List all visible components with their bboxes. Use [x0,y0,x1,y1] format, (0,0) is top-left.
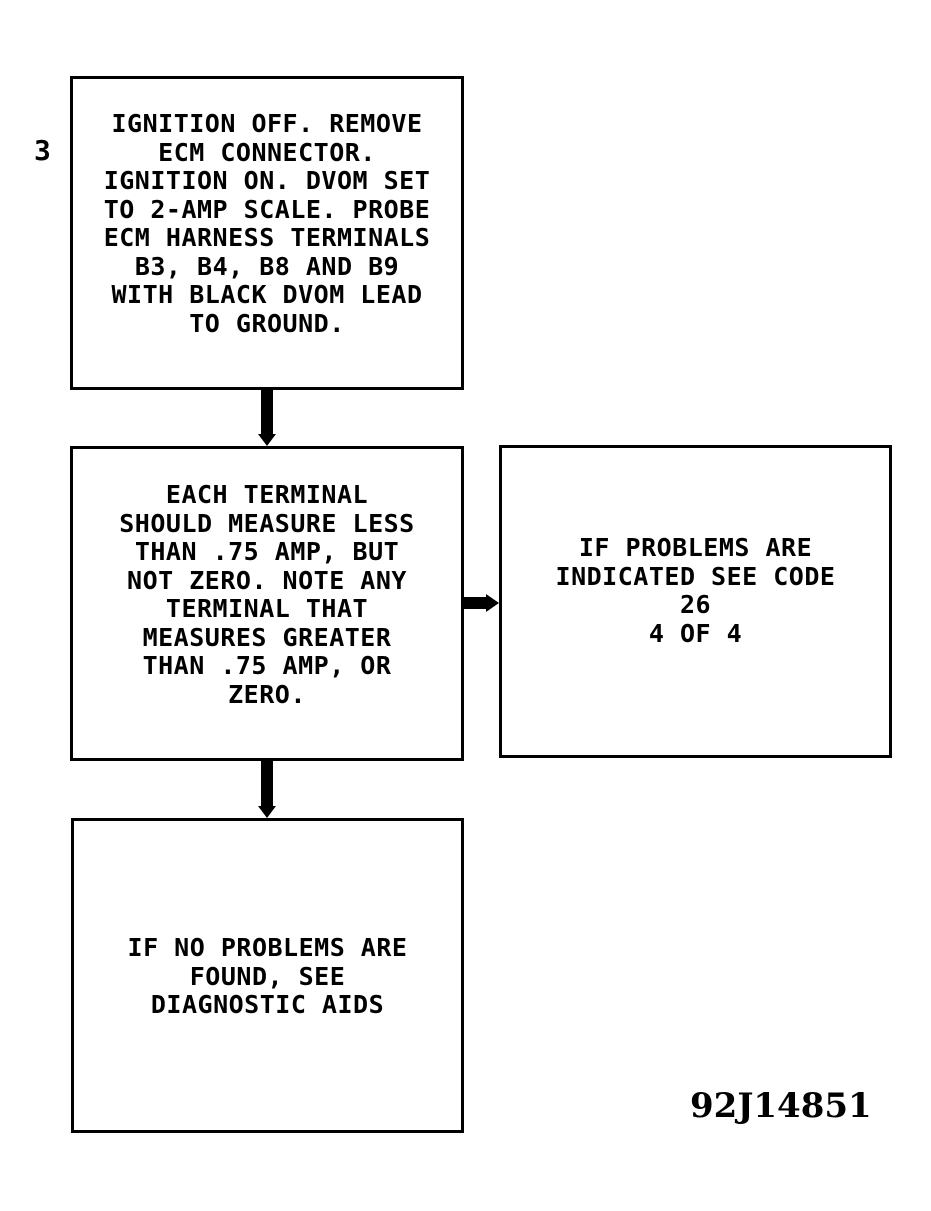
problems-indicated-text: IF PROBLEMS ARE INDICATED SEE CODE 26 4 … [555,533,836,648]
measurement-check-text: EACH TERMINAL SHOULD MEASURE LESS THAN .… [119,480,415,709]
no-problems-found-text: IF NO PROBLEMS ARE FOUND, SEE DIAGNOSTIC… [127,933,408,1019]
arrow-right-1 [464,594,499,612]
measurement-check-box: EACH TERMINAL SHOULD MEASURE LESS THAN .… [70,446,464,761]
arrow-down-1 [258,390,276,446]
problems-indicated-box: IF PROBLEMS ARE INDICATED SEE CODE 26 4 … [499,445,892,758]
step-number: 3 [34,134,51,167]
step-3-instruction-box: IGNITION OFF. REMOVE ECM CONNECTOR. IGNI… [70,76,464,390]
figure-id: 92J14851 [690,1086,872,1126]
arrow-down-2 [258,761,276,818]
step-3-instruction-text: IGNITION OFF. REMOVE ECM CONNECTOR. IGNI… [103,109,431,338]
no-problems-found-box: IF NO PROBLEMS ARE FOUND, SEE DIAGNOSTIC… [71,818,464,1133]
